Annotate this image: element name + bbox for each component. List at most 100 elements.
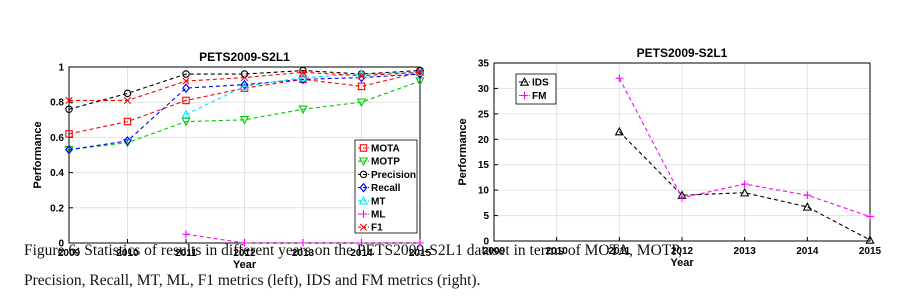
y-axis-label: Performance	[457, 118, 469, 185]
data-point	[65, 144, 73, 155]
data-point	[865, 235, 875, 244]
y-tick-label: 0.4	[50, 168, 64, 179]
data-point	[416, 68, 424, 76]
x-tick-label: 2009	[483, 246, 506, 257]
x-tick-label: 2010	[116, 248, 139, 259]
data-point	[123, 136, 132, 146]
data-point	[299, 68, 307, 76]
series-line	[68, 71, 421, 135]
data-point	[298, 72, 308, 82]
data-point	[357, 72, 366, 83]
data-point	[182, 83, 190, 94]
series-line	[185, 71, 421, 116]
x-tick-label: 2014	[350, 248, 373, 259]
y-tick-label: 20	[478, 135, 490, 146]
data-point	[356, 98, 367, 108]
x-tick-label: 2009	[58, 248, 81, 259]
x-axis-label: Year	[670, 257, 694, 269]
series-line	[68, 80, 421, 151]
x-tick-label: 2015	[859, 246, 882, 257]
data-point	[182, 70, 190, 78]
y-tick-label: 0	[58, 239, 64, 250]
legend-label: ML	[371, 210, 385, 221]
data-point	[65, 105, 73, 113]
data-point	[123, 117, 132, 126]
data-point	[357, 72, 366, 80]
y-tick-label: 0.2	[50, 203, 64, 214]
data-point	[182, 230, 190, 238]
series-ids	[614, 126, 875, 244]
data-point	[239, 81, 250, 91]
legend-label: IDS	[532, 78, 549, 89]
legend-marker	[359, 223, 368, 231]
y-tick-label: 1	[58, 63, 64, 74]
x-tick-label: 2015	[409, 248, 432, 259]
caption-line-2: Precision, Recall, MT, ML, F1 metrics (l…	[24, 272, 481, 289]
legend-label: MOTP	[371, 157, 400, 168]
y-tick-label: 30	[478, 84, 490, 95]
legend-label: MT	[371, 196, 385, 207]
data-point	[802, 202, 812, 211]
data-point	[740, 180, 749, 188]
legend-box	[515, 73, 557, 105]
data-point	[678, 194, 686, 202]
legend-marker	[358, 195, 369, 205]
data-point	[181, 117, 191, 127]
x-tick-label: 2014	[796, 246, 819, 257]
y-tick-label: 25	[478, 109, 490, 120]
legend-marker	[359, 144, 368, 152]
x-tick-label: 2010	[546, 246, 569, 257]
data-point	[65, 130, 73, 138]
data-point	[240, 73, 249, 82]
legend-label: Recall	[371, 183, 401, 194]
legend-marker	[519, 77, 530, 86]
legend-marker	[520, 91, 529, 100]
x-tick-label: 2011	[175, 248, 197, 259]
data-point	[298, 105, 308, 115]
legend-marker	[359, 170, 368, 179]
data-point	[866, 212, 874, 221]
legend-marker	[359, 182, 368, 193]
data-point	[123, 89, 132, 98]
y-tick-label: 35	[478, 59, 490, 70]
y-tick-label: 0.6	[50, 133, 64, 144]
data-point	[123, 96, 132, 105]
data-point	[239, 116, 250, 125]
y-tick-label: 10	[478, 186, 490, 197]
data-point	[182, 96, 190, 105]
chart-title: PETS2009-S2L1	[637, 46, 728, 60]
legend-label: MOTA	[371, 144, 400, 155]
series-ml	[182, 230, 424, 247]
y-axis-label: Performance	[32, 121, 44, 188]
series-line	[618, 131, 871, 241]
y-tick-label: 5	[483, 211, 489, 222]
x-axis-label: Year	[233, 259, 257, 271]
figure-caption: Figure 6: Statistics of results in diffe…	[24, 236, 894, 296]
y-tick-label: 15	[478, 160, 490, 171]
data-point	[182, 77, 190, 85]
chart-title: PETS2009-S2L1	[199, 50, 290, 64]
data-point	[615, 74, 624, 82]
x-tick-label: 2012	[671, 246, 694, 257]
data-point	[357, 239, 366, 247]
legend-marker	[358, 157, 369, 167]
data-point	[240, 79, 249, 90]
data-point	[181, 109, 191, 119]
series-f1	[65, 68, 424, 105]
legend-label: F1	[371, 223, 383, 234]
data-point	[416, 239, 424, 247]
legend-marker	[359, 210, 368, 218]
x-tick-label: 2011	[608, 246, 630, 257]
data-point	[299, 239, 307, 247]
data-point	[357, 82, 366, 91]
data-point	[240, 239, 249, 247]
data-point	[65, 96, 73, 105]
data-point	[614, 126, 624, 136]
data-point	[740, 187, 750, 197]
data-point	[416, 66, 424, 75]
